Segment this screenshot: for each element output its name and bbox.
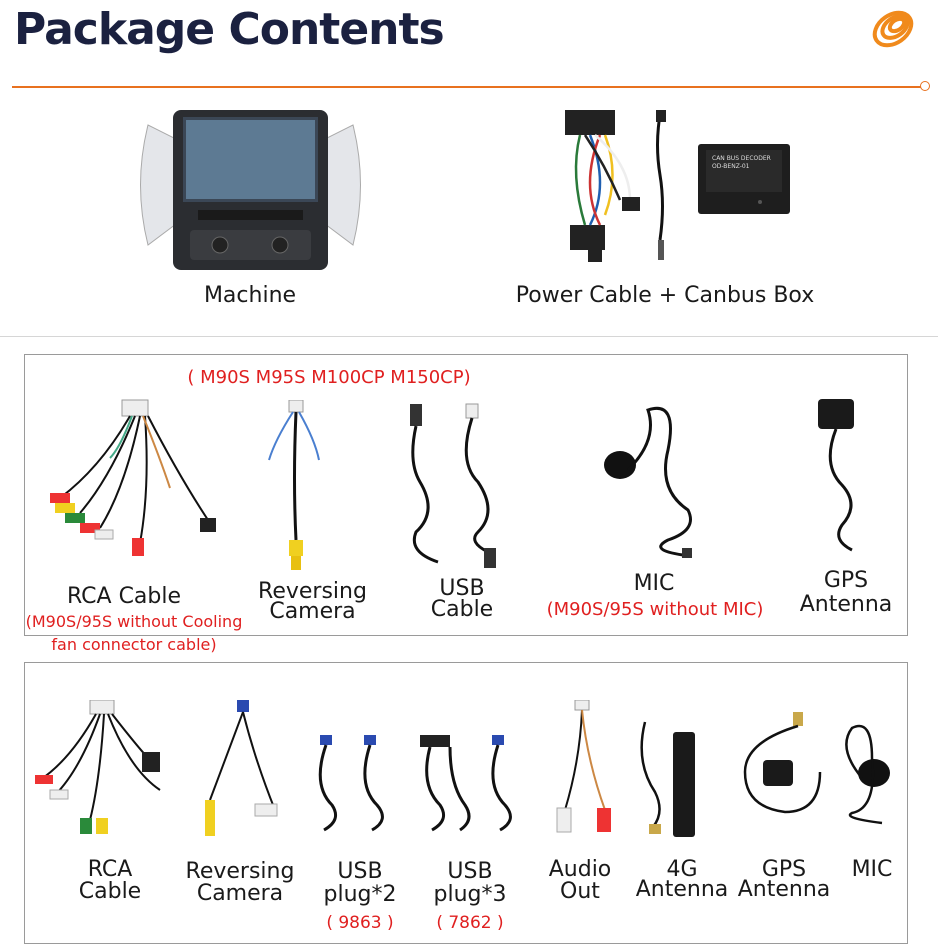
rca-cable-2-label-2: Cable xyxy=(78,879,142,904)
gps-antenna-label-2: Antenna xyxy=(799,592,893,617)
audio-out-label-2: Out xyxy=(560,879,600,904)
machine-image xyxy=(128,105,373,275)
machine-label: Machine xyxy=(203,283,297,308)
gps-antenna-2-image xyxy=(735,712,830,822)
gps-antenna-2-label-1: GPS xyxy=(761,857,807,882)
page-title: Package Contents xyxy=(14,4,445,55)
reversing-camera-image xyxy=(265,400,325,572)
header-rule-dot xyxy=(920,81,930,91)
4g-antenna-image xyxy=(635,712,715,842)
mic-label: MIC xyxy=(633,571,675,596)
usb-plug-3-image xyxy=(420,735,530,835)
gps-antenna-2-label-2: Antenna xyxy=(737,877,831,902)
usb-plug-2-note: ( 9863 ) xyxy=(326,913,394,933)
audio-out-image xyxy=(545,700,620,840)
usb-plug-3-label-2: plug*3 xyxy=(433,882,507,907)
canbus-text-1: CAN BUS DECODER xyxy=(712,155,771,162)
rca-cable-2-image xyxy=(30,700,170,850)
gps-antenna-label-1: GPS xyxy=(823,568,869,593)
reversing-camera-2-image xyxy=(195,700,285,840)
reversing-camera-2-label-1: Reversing xyxy=(185,859,295,884)
usb-plug-2-label-1: USB xyxy=(337,859,383,884)
power-cable-image xyxy=(560,105,690,270)
section-divider xyxy=(0,336,938,337)
rca-note-line2: fan connector cable) xyxy=(51,635,217,654)
reversing-camera-label-1: Reversing xyxy=(258,579,367,604)
canbus-box-image: CAN BUS DECODER OD-BENZ-01 xyxy=(698,144,790,214)
audio-out-label-1: Audio xyxy=(548,857,612,882)
spiral-logo-icon xyxy=(866,4,920,54)
4g-antenna-label-1: 4G xyxy=(666,857,698,882)
rca-cable-label: RCA Cable xyxy=(66,584,182,609)
mic-image xyxy=(598,400,708,560)
gps-antenna-image xyxy=(812,395,872,555)
reversing-camera-label-2: Camera xyxy=(269,599,356,624)
package-box-2 xyxy=(24,662,908,944)
mic-2-image xyxy=(832,718,902,828)
mic-2-label: MIC xyxy=(851,857,893,882)
4g-antenna-label-2: Antenna xyxy=(635,877,729,902)
header-rule xyxy=(12,86,922,88)
rca-cable-image xyxy=(40,398,220,568)
rca-note-line1: (M90S/95S without Cooling xyxy=(25,612,243,631)
usb-cable-label-2: Cable xyxy=(430,597,494,622)
mic-note: (M90S/95S without MIC) xyxy=(546,599,764,620)
package-box-1 xyxy=(24,354,908,636)
canbus-text-2: OD-BENZ-01 xyxy=(712,163,750,170)
usb-plug-3-note: ( 7862 ) xyxy=(436,913,504,933)
reversing-camera-2-label-2: Camera xyxy=(196,881,284,906)
usb-plug-3-label-1: USB xyxy=(447,859,493,884)
usb-cable-label-1: USB xyxy=(439,576,485,601)
rca-cable-2-label-1: RCA xyxy=(87,857,133,882)
usb-plug-2-image xyxy=(312,735,402,835)
usb-plug-2-label-2: plug*2 xyxy=(323,882,397,907)
models-label: ( M90S M95S M100CP M150CP) xyxy=(187,367,471,388)
power-canbus-label: Power Cable + Canbus Box xyxy=(515,283,815,308)
usb-cable-image xyxy=(398,402,518,572)
